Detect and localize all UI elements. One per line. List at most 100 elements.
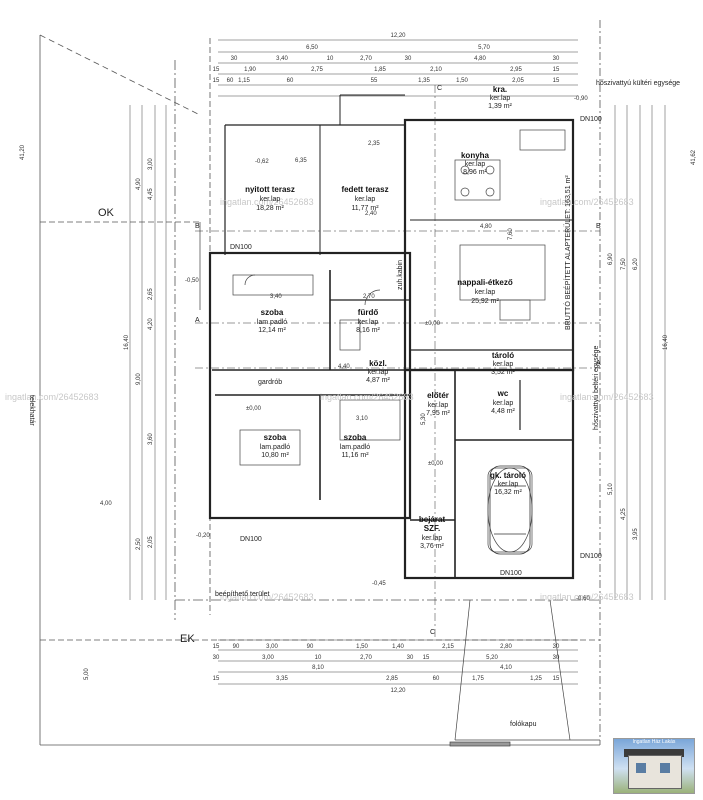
room-name: wc: [497, 389, 509, 398]
dim-text: 2,50: [136, 538, 142, 550]
section-b-right: B: [596, 223, 601, 230]
room-name: nappali-étkező: [457, 278, 513, 287]
level-mark: -0,45: [372, 581, 386, 587]
dim-text: 2,70: [360, 655, 372, 661]
room-area: 25,92 m²: [471, 298, 499, 305]
dim-text: 15: [213, 676, 220, 682]
level-mark: -0,20: [196, 533, 210, 539]
dim-text: 5,20: [486, 655, 498, 661]
dim-text: 60: [227, 78, 234, 84]
dim-text: 4,40: [338, 364, 350, 370]
section-a-left: A: [195, 317, 200, 324]
dim-text: 4,80: [474, 56, 486, 62]
dim-text: 2,05: [512, 78, 524, 84]
room-floor: ker.lap: [260, 196, 281, 203]
room-area: 4,87 m²: [366, 377, 390, 384]
room-floor: ker.lap: [490, 95, 511, 102]
dim-text: 2,05: [148, 536, 154, 548]
thumbnail-caption: Ingatlan Ház Lakás: [632, 739, 676, 745]
telekhatar-label: telekhatár: [28, 395, 35, 426]
brutto-label: BRUTTÓ BEÉPÍTETT ALAPTERÜLET: 163,51 m²: [563, 175, 572, 330]
room-code: SZF.: [424, 524, 440, 533]
section-letters: B B A A C C: [195, 85, 601, 636]
dim-text: 16,40: [663, 334, 669, 350]
watermark-text: ingatlan.com/26452683: [560, 392, 654, 402]
dim-text: 3,60: [148, 433, 154, 445]
dim-text: 3,40: [270, 294, 282, 300]
room-name: szoba: [261, 308, 284, 317]
room-floor: ker.lap: [493, 361, 514, 368]
watermark-text: ingatlan.com/26452683: [220, 592, 314, 602]
dim-text: 2,40: [365, 211, 377, 217]
section-a-right: A: [596, 360, 601, 367]
level-markers: -0,62 -0,50 -0,90 ±0,00 ±0,00 ±0,00 -0,2…: [185, 96, 590, 602]
dim-text: 41,62: [691, 149, 697, 165]
inner-dimensions: 6,35 2,35 2,40 3,40 2,70 4,80 7,60 4,40 …: [270, 141, 514, 425]
dim-text: 3,10: [356, 416, 368, 422]
room-floor: ker.lap: [493, 400, 514, 407]
dim-text: 15: [213, 67, 220, 73]
dim-text: 60: [433, 676, 440, 682]
dim-text: 3,95: [633, 528, 639, 540]
level-mark: ±0,00: [246, 406, 262, 412]
dim-text: 3,00: [266, 644, 278, 650]
room-area: 3,76 m²: [420, 543, 444, 550]
bottom-dimensions: 15 90 3,00 90 1,50 1,40 2,15 2,80 30 30 …: [213, 644, 560, 694]
dim-text: 6,35: [295, 158, 307, 164]
dim-text: 1,75: [472, 676, 484, 682]
room-area: 7,95 m²: [426, 410, 450, 417]
dim-text: 1,50: [456, 78, 468, 84]
dim-text: 2,70: [363, 294, 375, 300]
dim-text: 7,60: [508, 228, 514, 240]
dim-text: 5,00: [84, 668, 90, 680]
room-area: 8,96 m²: [463, 169, 487, 176]
roof-shape: [624, 749, 684, 757]
room-name: konyha: [461, 151, 490, 160]
dim-text: 1,40: [392, 644, 404, 650]
room-floor: ker.lap: [368, 369, 389, 376]
dn100-label: DN100: [240, 536, 262, 543]
dim-text: 30: [553, 644, 560, 650]
dim-text: 30: [553, 56, 560, 62]
room-name: fedett terasz: [341, 185, 388, 194]
dn100-label: DN100: [580, 553, 602, 560]
dim-text: 4,25: [621, 508, 627, 520]
dim-text: 16,40: [124, 334, 130, 350]
dim-text: 15: [553, 67, 560, 73]
dim-text: 15: [553, 676, 560, 682]
window-shape: [660, 763, 670, 773]
room-floor: ker.lap: [465, 161, 486, 168]
room-area: 11,77 m²: [351, 205, 379, 212]
general-labels: OK EK telekhatár beépíthető terület BRUT…: [28, 80, 680, 728]
dim-text: 90: [307, 644, 314, 650]
room-area: 8,16 m²: [356, 327, 380, 334]
dim-text: 15: [213, 644, 220, 650]
dim-text: 6,50: [306, 45, 318, 51]
dim-text: 30: [231, 56, 238, 62]
room-area: 3,52 m²: [491, 369, 515, 376]
room-floor: ker.lap: [475, 289, 496, 296]
dn100-label: DN100: [580, 116, 602, 123]
dim-text: 2,80: [500, 644, 512, 650]
room-name: bejárat: [419, 515, 446, 524]
dim-text: 5,10: [608, 483, 614, 495]
beepitheto-label: beépíthető terület: [215, 591, 270, 598]
section-markers: [195, 85, 600, 640]
ek-label: EK: [180, 633, 195, 645]
dim-text: 2,15: [442, 644, 454, 650]
room-name: fürdő: [358, 308, 379, 317]
room-floor: ker.lap: [355, 196, 376, 203]
top-dimension-lines: [129, 39, 666, 685]
level-mark: -0,60: [576, 596, 590, 602]
watermark-text: ingatlan.com/26452683: [540, 197, 634, 207]
dim-text: 2,85: [386, 676, 398, 682]
room-name: szoba: [264, 433, 287, 442]
watermark-text: ingatlan.com/26452683: [540, 592, 634, 602]
dim-text: 55: [371, 78, 378, 84]
dim-text: 5,70: [478, 45, 490, 51]
dim-text: 3,35: [276, 676, 288, 682]
folokapu-label: folókapu: [510, 721, 537, 728]
room-area: 4,48 m²: [491, 408, 515, 415]
watermark-text: ingatlan.com/26452683: [220, 197, 314, 207]
